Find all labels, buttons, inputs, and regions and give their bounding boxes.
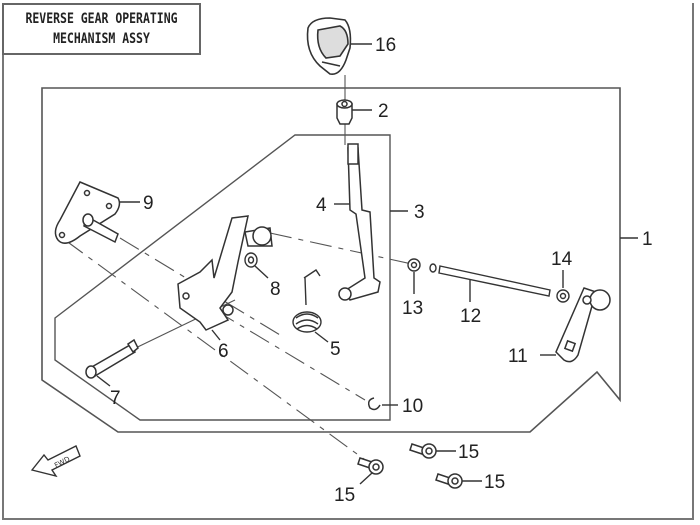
callout-15: 15 bbox=[484, 472, 505, 493]
bolt-part-15 bbox=[435, 473, 463, 489]
washer-part-8 bbox=[244, 252, 258, 268]
knob-part-16 bbox=[306, 17, 352, 76]
callout-15: 15 bbox=[334, 485, 355, 506]
title-line-2: MECHANISM ASSY bbox=[53, 31, 150, 47]
callout-11: 11 bbox=[508, 346, 528, 367]
callout-13: 13 bbox=[402, 298, 423, 319]
centerline bbox=[214, 309, 366, 401]
assembly-outline-1 bbox=[41, 87, 621, 433]
arm-part-11 bbox=[555, 287, 611, 363]
callout-8: 8 bbox=[270, 279, 281, 300]
callout-2: 2 bbox=[378, 101, 389, 122]
callout-4: 4 bbox=[316, 195, 327, 216]
clip-part-10 bbox=[367, 397, 381, 411]
callout-12: 12 bbox=[460, 306, 481, 327]
nut-part-14 bbox=[556, 289, 570, 303]
callout-14: 14 bbox=[551, 249, 573, 270]
callout-10: 10 bbox=[402, 396, 423, 417]
bolt-part-15 bbox=[409, 443, 437, 459]
callout-16: 16 bbox=[375, 35, 396, 56]
title-box: REVERSE GEAR OPERATING MECHANISM ASSY bbox=[2, 3, 201, 55]
callout-5: 5 bbox=[330, 339, 341, 360]
bracket-part-6 bbox=[177, 215, 273, 331]
centerline bbox=[64, 239, 373, 466]
callout-3: 3 bbox=[414, 202, 425, 223]
callout-7: 7 bbox=[110, 388, 121, 409]
pin-part-7 bbox=[85, 338, 139, 379]
callout-9: 9 bbox=[143, 193, 154, 214]
bolt-part-15 bbox=[357, 457, 384, 475]
title-line-1: REVERSE GEAR OPERATING bbox=[25, 11, 178, 27]
spring-part-5 bbox=[292, 269, 322, 333]
callout-6: 6 bbox=[218, 341, 229, 362]
diagram-frame bbox=[2, 3, 694, 520]
centerline bbox=[269, 232, 413, 265]
nut-part-13 bbox=[407, 258, 421, 272]
callout-1: 1 bbox=[642, 229, 653, 250]
nut-part-2 bbox=[336, 99, 353, 125]
assembly-outline-3 bbox=[54, 134, 391, 421]
lever-part-4 bbox=[338, 143, 381, 301]
callout-15: 15 bbox=[458, 442, 479, 463]
plate-part-9 bbox=[54, 181, 121, 244]
rod-part-12 bbox=[429, 263, 551, 297]
fwd-arrow-icon: FWD bbox=[30, 445, 81, 478]
